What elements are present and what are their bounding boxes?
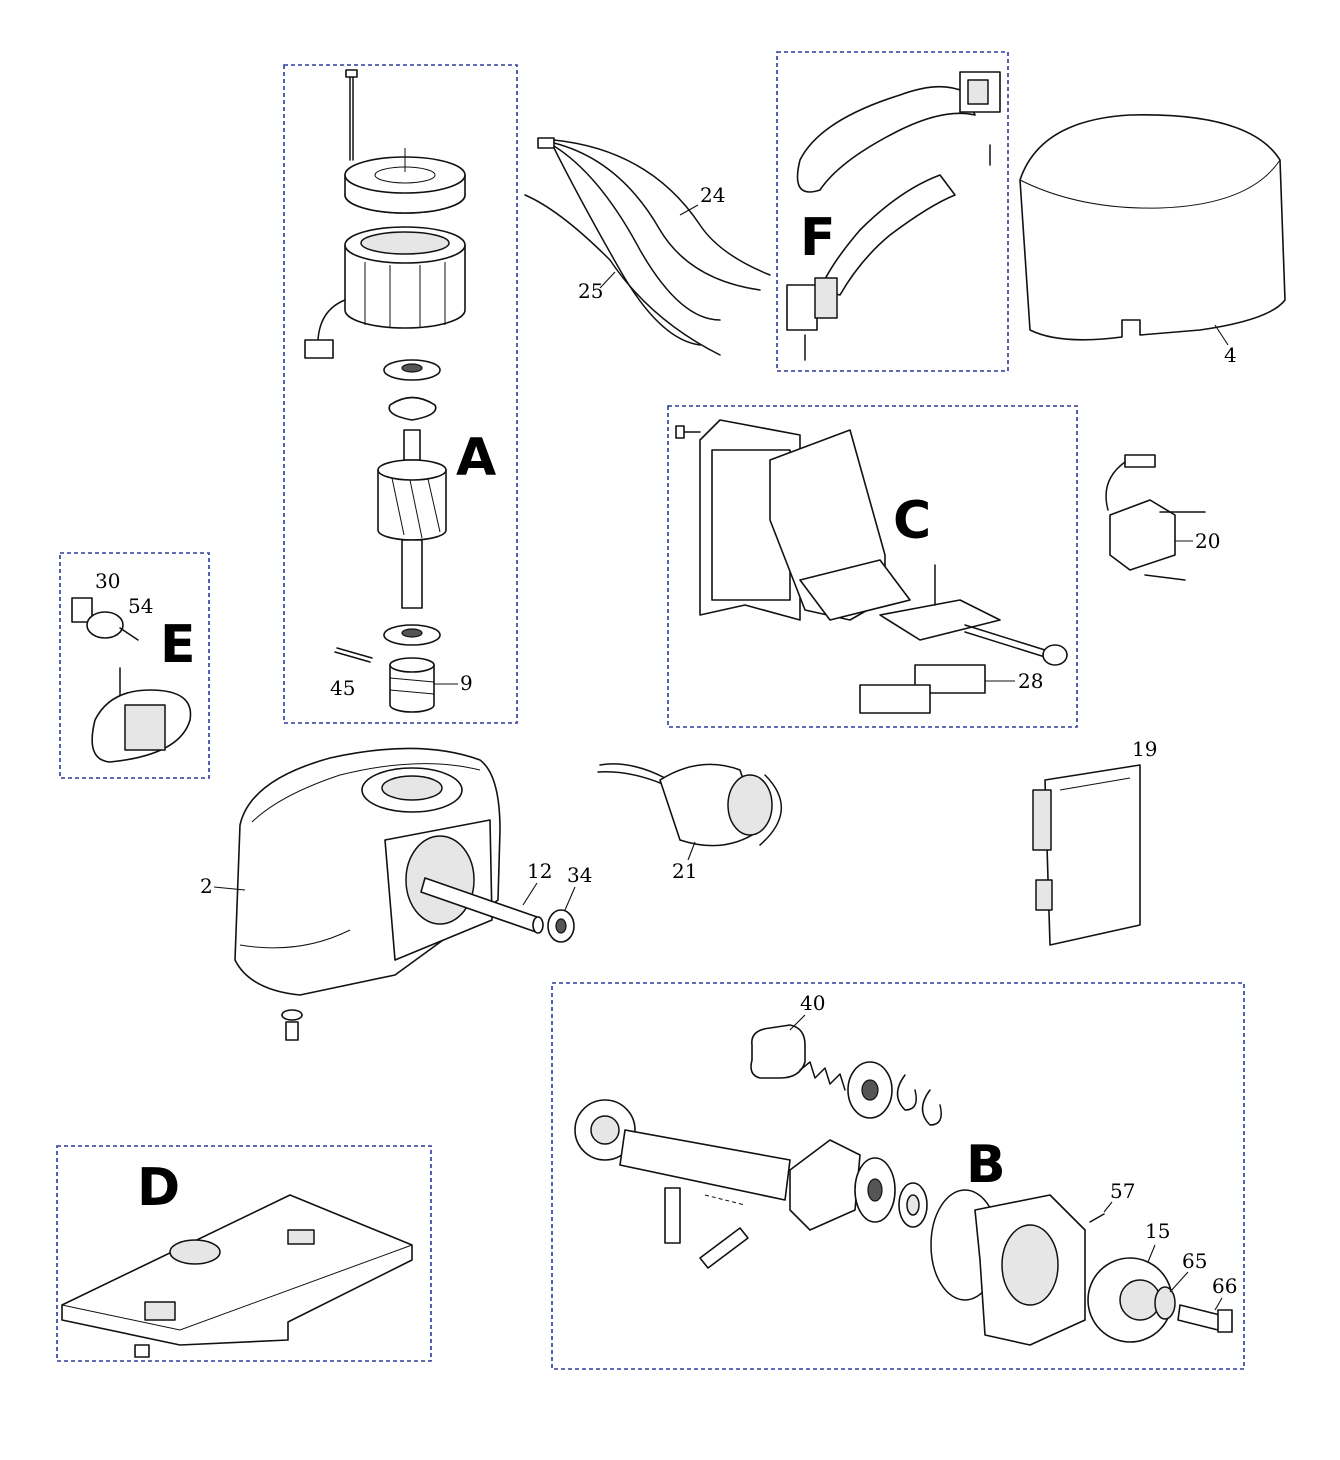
group-a-box <box>283 64 518 724</box>
group-label-b: B <box>966 1135 1006 1195</box>
part-label-15: 15 <box>1145 1219 1170 1243</box>
group-label-c: C <box>893 491 931 551</box>
foot-screw <box>281 1009 303 1041</box>
group-b-box <box>551 982 1245 1370</box>
part-label-34: 34 <box>567 863 592 887</box>
group-label-a: A <box>456 428 496 488</box>
motor-assembly <box>304 69 466 713</box>
capacitor <box>597 763 782 847</box>
group-label-d: D <box>137 1158 180 1218</box>
capacitor-block <box>1105 454 1206 581</box>
part-label-12: 12 <box>527 859 552 883</box>
group-f-box <box>776 51 1009 372</box>
gear-train <box>574 1024 1233 1346</box>
part-label-30: 30 <box>95 569 120 593</box>
base-plate <box>61 1194 413 1358</box>
part-label-9: 9 <box>460 671 473 695</box>
wire-harness <box>524 137 771 356</box>
part-label-65: 65 <box>1182 1249 1207 1273</box>
part-label-20: 20 <box>1195 529 1220 553</box>
part-label-19: 19 <box>1132 737 1157 761</box>
output-shaft <box>420 877 544 934</box>
part-label-25: 25 <box>578 279 603 303</box>
gearbox-housing <box>234 747 501 996</box>
part-label-28: 28 <box>1018 669 1043 693</box>
group-c-box <box>667 405 1078 728</box>
part-label-21: 21 <box>672 859 697 883</box>
control-board <box>1032 764 1141 946</box>
part-label-4: 4 <box>1224 343 1237 367</box>
part-label-66: 66 <box>1212 1274 1237 1298</box>
limit-switch-bracket <box>675 419 1068 714</box>
cover <box>1019 114 1286 341</box>
group-e-box <box>59 552 210 779</box>
part-label-24: 24 <box>700 183 725 207</box>
group-label-f: F <box>800 208 836 268</box>
part-label-45: 45 <box>330 676 355 700</box>
part-label-54: 54 <box>128 594 153 618</box>
cable-assembly <box>786 71 1001 361</box>
group-label-e: E <box>160 615 196 675</box>
part-label-40: 40 <box>800 991 825 1015</box>
release-key-assembly <box>71 597 192 763</box>
part-label-57: 57 <box>1110 1179 1135 1203</box>
part-label-2: 2 <box>200 874 213 898</box>
